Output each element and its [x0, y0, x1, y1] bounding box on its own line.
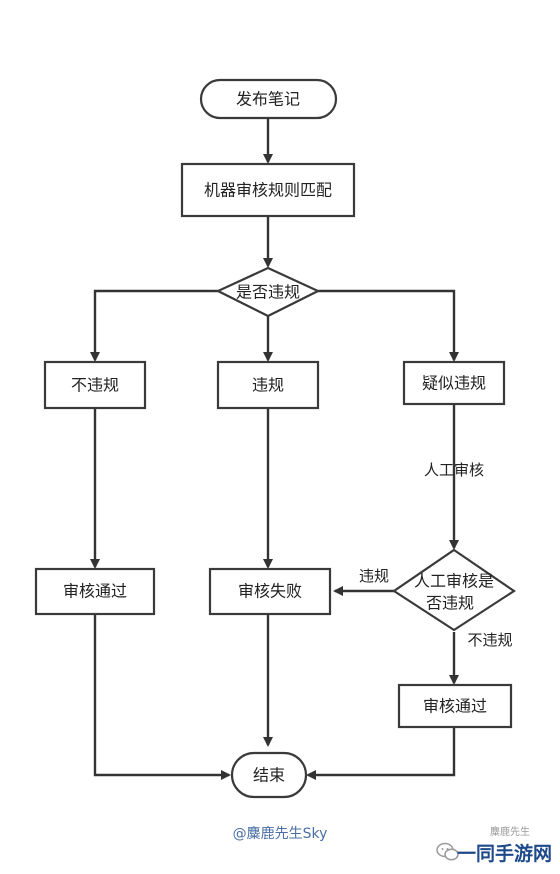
- decision-manual-label-line1: 人工审核是: [414, 572, 494, 591]
- watermark-small-text: 麋鹿先生: [490, 827, 530, 838]
- watermark-brand: 一同手游网: [456, 843, 552, 865]
- decision-manual-label-line2: 否违规: [426, 594, 474, 613]
- not-violation-label: 不违规: [71, 376, 119, 395]
- edge-pass-left-to-end: [93, 614, 231, 780]
- author-credit: @麋鹿先生Sky: [232, 826, 328, 842]
- pass-right-label: 审核通过: [423, 697, 487, 716]
- edge-label-no-violation: 不违规: [467, 631, 512, 649]
- decision-violation-label: 是否违规: [236, 283, 300, 302]
- edge-decision-to-suspected: [318, 289, 459, 362]
- not-violation-node: 不违规: [43, 360, 147, 410]
- decision-manual-node: 人工审核是 否违规: [392, 548, 516, 632]
- edge-label-violation: 违规: [359, 567, 389, 585]
- wechat-icon: [436, 842, 459, 861]
- fail-node: 审核失败: [208, 567, 332, 616]
- fail-label: 审核失败: [238, 582, 302, 601]
- pass-right-node: 审核通过: [397, 683, 513, 729]
- violation-label: 违规: [252, 376, 284, 395]
- decision-violation-node: 是否违规: [215, 266, 321, 318]
- suspected-violation-label: 疑似违规: [422, 374, 486, 393]
- pass-left-label: 审核通过: [63, 582, 127, 601]
- end-label: 结束: [253, 766, 285, 785]
- pass-left-node: 审核通过: [34, 567, 156, 616]
- edge-pass-right-to-end: [306, 727, 456, 780]
- end-node: 结束: [230, 751, 308, 799]
- machine-review-label: 机器审核规则匹配: [204, 181, 332, 200]
- machine-review-node: 机器审核规则匹配: [180, 162, 356, 218]
- start-label: 发布笔记: [236, 90, 300, 109]
- edge-decision-to-not-violation: [90, 289, 218, 362]
- start-node: 发布笔记: [199, 78, 338, 120]
- violation-node: 违规: [216, 360, 320, 410]
- suspected-violation-node: 疑似违规: [402, 360, 506, 406]
- edge-label-manual-review: 人工审核: [424, 461, 484, 479]
